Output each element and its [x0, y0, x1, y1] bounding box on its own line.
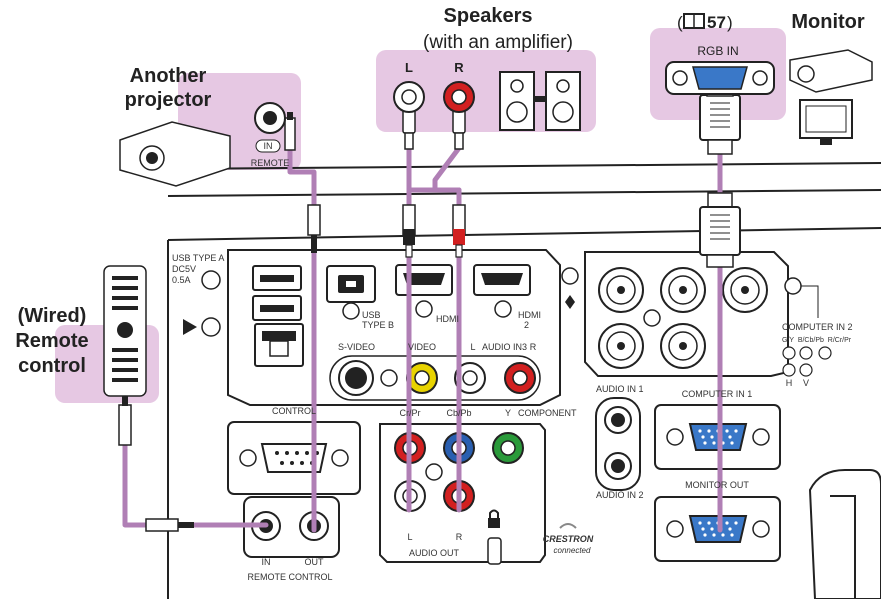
remote-in-label: IN	[264, 141, 273, 151]
vga-plug-bottom	[699, 192, 741, 268]
remote-plug-top	[284, 112, 296, 151]
kensington-lock-icon	[487, 509, 502, 565]
another-projector-remote-jack	[254, 102, 286, 153]
audio-in3-right-jack[interactable]	[504, 362, 536, 394]
crestron-label: CRESTRON	[543, 534, 594, 544]
monitor-rgb-in-port	[665, 61, 775, 95]
panel-screw-icon	[201, 317, 221, 337]
monitor-title: Monitor	[791, 11, 865, 33]
hdmi1-port[interactable]	[395, 264, 453, 296]
monitor-projector-icon	[789, 49, 873, 93]
svg-text:): )	[727, 13, 733, 32]
video-label: VIDEO	[408, 342, 436, 352]
usb-type-a-ports[interactable]	[252, 265, 302, 321]
wired-remote-line1: (Wired)	[18, 305, 87, 327]
remote-control-in-label: IN	[262, 557, 271, 567]
usb-type-a-label-1: USB TYPE A	[172, 253, 224, 263]
hdmi1-label: HDMI	[436, 314, 459, 324]
wired-remote-line3: control	[18, 355, 86, 377]
usb-type-a-label-2: DC5V	[172, 264, 196, 274]
speakers-highlight	[376, 50, 596, 132]
audio-in2-label: AUDIO IN 2	[596, 490, 644, 500]
usb-b-screw-icon	[342, 302, 360, 320]
s-video-port[interactable]	[338, 360, 374, 396]
audio-in3-label: AUDIO IN3	[482, 342, 527, 352]
computer-in2-label: COMPUTER IN 2	[782, 322, 853, 332]
control-label: CONTROL	[272, 406, 316, 416]
speaker-left-label: L	[405, 60, 413, 75]
v-label: V	[803, 378, 809, 388]
computer-in1-port[interactable]	[666, 423, 770, 451]
component-label: COMPONENT	[518, 408, 577, 418]
speaker-right-jack[interactable]	[443, 81, 475, 113]
computer-in2-screw-icon	[784, 277, 802, 295]
another-projector-line1: Another	[130, 65, 207, 87]
audio-in1-jack[interactable]	[604, 406, 632, 434]
remote-label: REMOTE	[251, 158, 290, 168]
s-video-label: S-VIDEO	[338, 342, 375, 352]
crestron-logo-icon	[559, 523, 577, 529]
audio-plug-right-bottom	[452, 204, 466, 258]
speakers-subtitle: (with an amplifier)	[423, 32, 573, 53]
audio-out-l-label: L	[407, 532, 412, 542]
right-side-foot	[808, 469, 881, 599]
y-label: Y	[505, 408, 511, 418]
monitor-display-icon	[799, 99, 853, 145]
speaker-left-jack[interactable]	[393, 81, 425, 113]
hdmi2-screw-icon	[494, 300, 512, 318]
crestron-connected-label: connected	[554, 546, 591, 555]
audio-in2-jack[interactable]	[604, 452, 632, 480]
hdmi1-screw-icon	[415, 300, 433, 318]
audio-in1-label: AUDIO IN 1	[596, 384, 644, 394]
svg-text:(: (	[677, 13, 683, 32]
control-port[interactable]	[239, 443, 349, 473]
cable-speakers-audio-out	[406, 145, 462, 193]
usb-type-b-port[interactable]	[326, 265, 376, 303]
cr-pr-label: Cr/Pr	[400, 408, 421, 418]
computer-in1-label: COMPUTER IN 1	[682, 389, 753, 399]
diamond-icon	[565, 295, 575, 309]
projector-rear-panel	[167, 162, 881, 599]
wired-remote-icon	[103, 265, 147, 397]
hdmi2-label-2: 2	[524, 320, 529, 330]
audio-out-r-label: R	[456, 532, 463, 542]
hdmi2-label-1: HDMI	[518, 310, 541, 320]
monitor-ref: ( 57 )	[677, 13, 733, 32]
wired-remote-plug-top	[118, 394, 132, 446]
computer-in2-indicators	[782, 346, 832, 377]
cable-remote-to-projector	[287, 147, 317, 533]
audio-in3-left-jack[interactable]	[454, 362, 486, 394]
wired-remote-line2: Remote	[15, 330, 88, 352]
audio-out-label: AUDIO OUT	[409, 548, 460, 558]
audio-in3-r: R	[530, 342, 537, 352]
monitor-ref-page: 57	[707, 13, 726, 32]
speaker-right-label: R	[454, 60, 464, 75]
usb-a-screw-icon	[201, 270, 221, 290]
computer-in2-cols: G/Y B/Cb/Pb R/Cr/Pr	[782, 337, 852, 344]
audio-out-jacks[interactable]	[394, 480, 475, 512]
usb-type-a-label-3: 0.5A	[172, 275, 191, 285]
wired-remote-plug-side	[145, 518, 194, 532]
monitor-out-label: MONITOR OUT	[685, 480, 749, 490]
cb-pb-label: Cb/Pb	[446, 408, 471, 418]
another-projector-icon	[119, 121, 231, 187]
hdmi2-port[interactable]	[473, 264, 531, 296]
remote-control-label: REMOTE CONTROL	[247, 572, 332, 582]
remote-plug-middle	[307, 204, 321, 253]
speakers-title: Speakers	[444, 5, 533, 27]
speakers-icon	[499, 71, 581, 131]
bnc-screw-icon	[561, 267, 579, 285]
arrow-right-icon	[183, 319, 197, 335]
h-label: H	[786, 378, 793, 388]
bnc-connectors[interactable]	[598, 267, 768, 369]
monitor-port-label: RGB IN	[697, 44, 738, 58]
remote-control-out-label: OUT	[305, 557, 325, 567]
another-projector-line2: projector	[125, 89, 212, 111]
audio-plug-left-bottom	[402, 204, 416, 258]
s-video-screw-icon	[380, 369, 398, 387]
usb-type-b-label-1: USB	[362, 310, 381, 320]
audio-in3-l: L	[470, 342, 475, 352]
usb-type-b-label-2: TYPE B	[362, 320, 394, 330]
